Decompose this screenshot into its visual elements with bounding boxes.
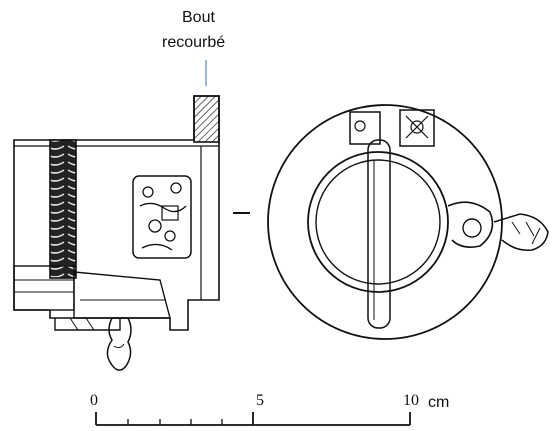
annotation-label-bout: Bout xyxy=(182,9,215,26)
side-attachment xyxy=(493,213,549,252)
inner-ring-outer xyxy=(307,151,449,293)
crossbar xyxy=(367,139,391,329)
top-mount-right xyxy=(399,109,435,147)
top-view xyxy=(267,104,549,340)
scale-unit: cm xyxy=(428,394,450,411)
scale-tick-5: 5 xyxy=(256,392,264,409)
base-plate xyxy=(73,271,171,319)
hanging-pendant xyxy=(106,317,132,371)
scale-bar xyxy=(95,412,411,426)
side-view xyxy=(13,95,220,371)
outer-ring xyxy=(267,104,503,340)
scale-tick-10: 10 xyxy=(403,392,419,409)
side-lug xyxy=(447,201,494,248)
inner-ring-inner xyxy=(315,159,441,285)
scale-tick-0: 0 xyxy=(90,392,98,409)
top-mount-left xyxy=(349,111,381,145)
annotation-label-recourbe: recourbé xyxy=(162,34,226,51)
braided-band xyxy=(49,139,77,279)
side-body-outline xyxy=(13,95,220,331)
bent-tip-hatched xyxy=(193,95,220,143)
decorative-plaque xyxy=(132,175,192,259)
